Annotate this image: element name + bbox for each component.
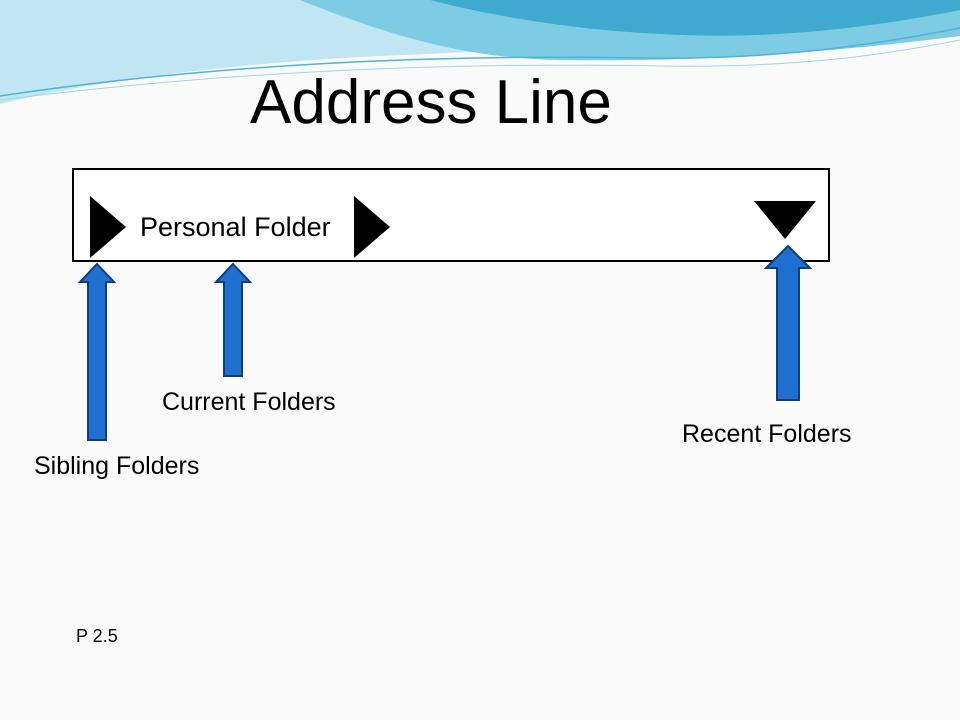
sibling-folders-label: Sibling Folders — [34, 452, 200, 480]
sibling-folders-triangle-icon[interactable] — [88, 196, 128, 258]
wave-line-2 — [0, 39, 960, 101]
page-reference: P 2.5 — [76, 626, 118, 646]
recent-folders-label: Recent Folders — [682, 420, 852, 448]
current-folders-label: Current Folders — [162, 388, 336, 416]
wave-header-decoration — [0, 0, 960, 104]
wave-line — [0, 27, 960, 97]
current-folders-triangle-icon[interactable] — [352, 196, 392, 258]
slide-title: Address Line — [250, 68, 612, 137]
recent-folders-arrow — [764, 244, 812, 401]
current-folders-arrow — [214, 262, 252, 377]
wave-band-dark — [430, 0, 960, 36]
personal-folder-label[interactable]: Personal Folder — [140, 212, 331, 242]
address-bar[interactable]: Personal Folder — [72, 168, 830, 262]
sibling-folders-arrow — [78, 262, 116, 441]
recent-folders-dropdown-icon[interactable] — [754, 201, 816, 239]
